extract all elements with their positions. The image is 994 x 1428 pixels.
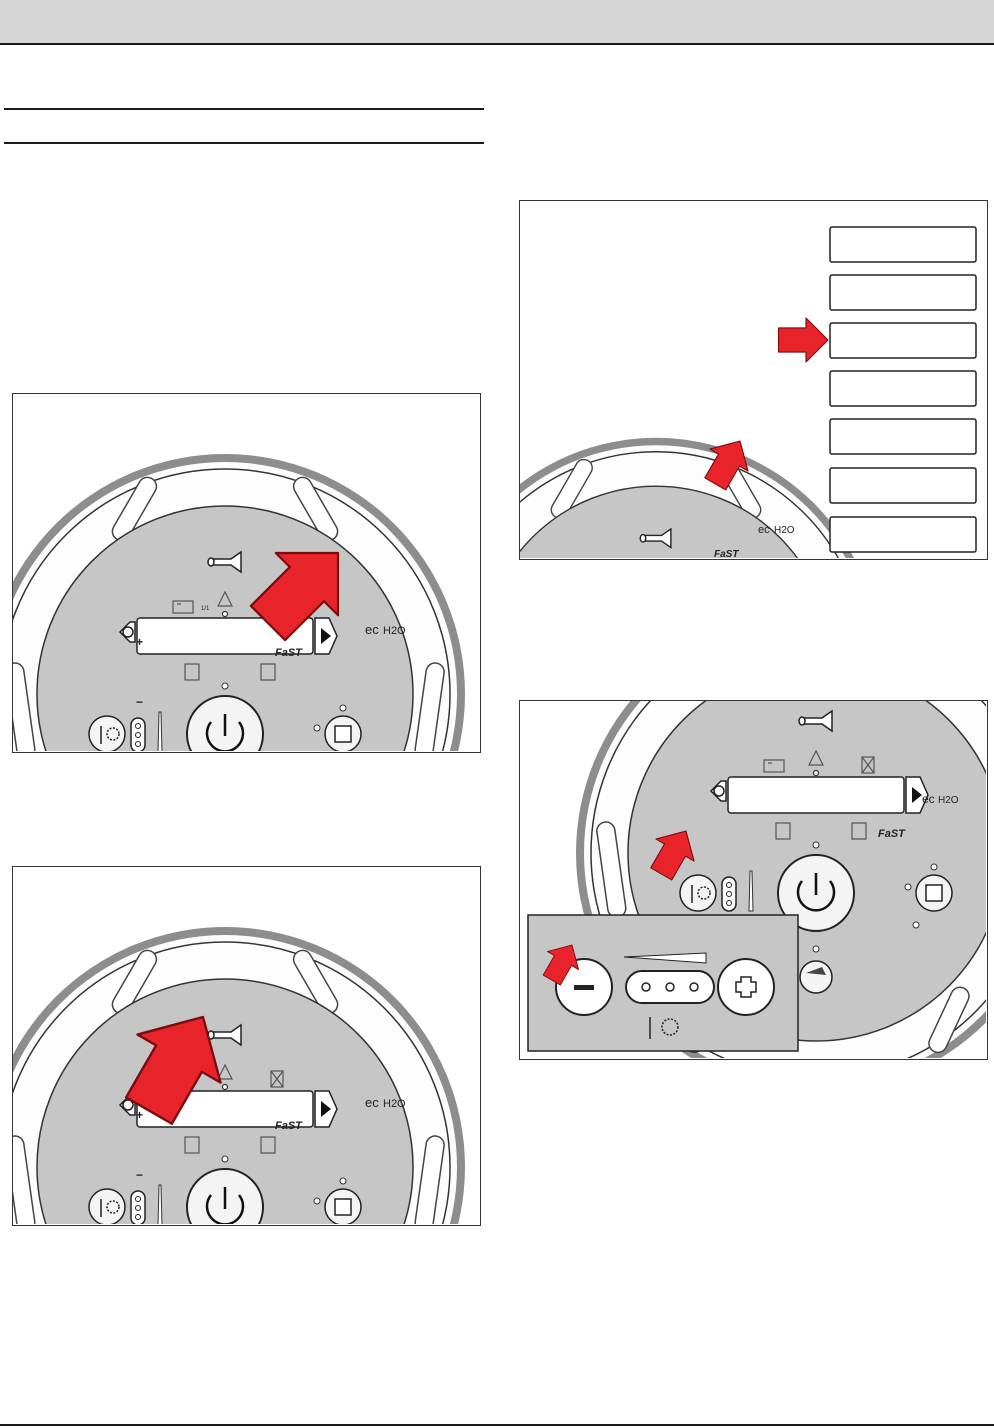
section-rule-bottom bbox=[4, 142, 484, 144]
menu-item-1 bbox=[829, 226, 977, 263]
control-panel-illustration bbox=[13, 925, 467, 1224]
figure-brush-pressure: ec H2O FaST bbox=[519, 700, 988, 1060]
figure-right-arrow-button: ec H2O FaST 1/1 1/1 + − bbox=[12, 393, 481, 753]
red-pointer-arrow-icon bbox=[777, 317, 829, 363]
h2o-label: H2O bbox=[938, 795, 959, 806]
control-panel-illustration bbox=[520, 436, 881, 558]
h2o-label: H2O bbox=[383, 1098, 406, 1110]
ec-label: ec bbox=[922, 792, 935, 806]
menu-item-5 bbox=[829, 418, 977, 455]
menu-item-7 bbox=[829, 516, 977, 553]
menu-item-6 bbox=[829, 467, 977, 504]
fast-label: FaST bbox=[878, 828, 906, 840]
figure-menu-callout: ec H2O FaST bbox=[519, 200, 988, 560]
figure-display-area: ec H2O FaST + − bbox=[12, 866, 481, 1226]
ec-label: ec bbox=[365, 1095, 379, 1110]
panel-labels: ec H2O FaST bbox=[878, 792, 959, 840]
fast-label: FaST bbox=[275, 1120, 303, 1132]
menu-item-4 bbox=[829, 370, 977, 407]
menu-item-3 bbox=[829, 322, 977, 359]
minus-label: − bbox=[136, 695, 143, 709]
h2o-label: H2O bbox=[383, 625, 406, 637]
minus-label: − bbox=[136, 1168, 143, 1182]
control-panel-illustration bbox=[13, 452, 467, 751]
ec-label: ec bbox=[758, 524, 770, 536]
menu-callout-list bbox=[829, 226, 977, 553]
section-rule-top bbox=[4, 108, 484, 110]
page-footer-rule bbox=[0, 1424, 994, 1426]
menu-item-2 bbox=[829, 274, 977, 311]
panel-labels: ec H2O FaST + − bbox=[136, 1095, 406, 1182]
plus-label: + bbox=[136, 1108, 143, 1122]
h2o-label: H2O bbox=[774, 525, 795, 536]
fast-label: FaST bbox=[714, 549, 739, 558]
fast-label: FaST bbox=[275, 647, 303, 659]
plus-label: + bbox=[136, 635, 143, 649]
page-header-band bbox=[0, 0, 994, 45]
brush-pressure-inset bbox=[527, 914, 799, 1052]
ec-label: ec bbox=[365, 622, 379, 637]
gauge-full-label: 1/1 bbox=[201, 606, 210, 612]
panel-labels: ec H2O FaST bbox=[714, 524, 795, 558]
